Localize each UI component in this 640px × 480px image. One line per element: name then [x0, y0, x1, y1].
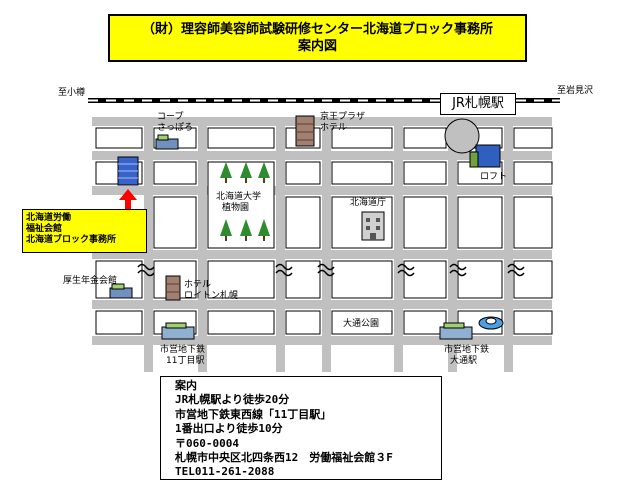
hotel-royton-icon — [165, 275, 181, 301]
destination-callout: 北海道労働 福祉会館 北海道ブロック事務所 — [22, 209, 147, 253]
pension-hall-label: 厚生年金会館 — [63, 276, 118, 286]
subway-odori-label-1: 市営地下鉄 — [444, 345, 490, 355]
government-office-label: 北海道庁 — [350, 198, 387, 208]
map-subtitle: 案内図 — [297, 39, 337, 54]
botanical-garden-label-2: 植物園 — [222, 203, 250, 213]
coop-label-1: コープ — [157, 112, 184, 122]
phone-number: TEL011-261-2088 — [175, 465, 275, 479]
botanical-garden-label-1: 北海道大学 — [216, 192, 262, 202]
railway-line — [88, 98, 560, 103]
station-plaza — [444, 118, 480, 154]
info-line: 1番出口より徒歩10分 — [175, 422, 283, 436]
hotel-royton-label-2: ロイトン札幌 — [184, 291, 239, 301]
pension-hall-icon — [109, 283, 133, 299]
postal-code: 〒060-0004 — [175, 436, 239, 450]
subway-11chome-label-1: 市営地下鉄 — [160, 345, 206, 355]
map-title-banner: （財）理容師美容師試験研修センター北海道ブロック事務所 案内図 — [108, 14, 527, 62]
loft-building-icon — [469, 144, 501, 168]
keio-plaza-hotel-icon — [295, 115, 315, 147]
subway-11chome-station-icon — [161, 322, 195, 340]
info-heading: 案内 — [175, 379, 197, 392]
welfare-hall-building-icon — [117, 156, 139, 186]
map-title: （財）理容師美容師試験研修センター北海道ブロック事務所 — [141, 22, 493, 37]
tree-icons — [220, 162, 270, 241]
destination-label-3: 北海道ブロック事務所 — [26, 235, 117, 245]
jr-sapporo-station-label: JR札幌駅 — [440, 93, 516, 115]
info-line: 市営地下鉄東西線「11丁目駅」 — [175, 407, 332, 421]
subway-odori-label-2: 大通駅 — [450, 356, 478, 366]
keio-plaza-label-1: 京王プラザ — [320, 112, 366, 122]
loft-label: ロフト — [480, 172, 508, 182]
address: 札幌市中央区北四条西12 労働福祉会館３F — [175, 451, 393, 465]
destination-label-1: 北海道労働 — [26, 213, 72, 223]
odori-park-label: 大通公園 — [343, 319, 380, 329]
coop-label-2: さっぽろ — [157, 123, 194, 133]
directions-info-box: 案内 JR札幌駅より徒歩20分 市営地下鉄東西線「11丁目駅」 1番出口より徒歩… — [160, 376, 442, 480]
info-line: JR札幌駅より徒歩20分 — [175, 393, 290, 407]
road-grid — [92, 117, 552, 372]
hotel-royton-label-1: ホテル — [184, 280, 212, 290]
subway-11chome-label-2: 11丁目駅 — [166, 356, 205, 366]
destination-arrow-icon — [119, 189, 137, 214]
map-break-marks — [137, 263, 525, 277]
direction-iwamizawa-label: 至岩見沢 — [557, 86, 594, 96]
keio-plaza-label-2: ホテル — [320, 123, 348, 133]
subway-odori-station-icon — [439, 316, 504, 340]
coop-building-icon — [155, 134, 179, 150]
government-office-icon — [361, 211, 385, 241]
direction-otaru-label: 至小樽 — [58, 88, 86, 98]
destination-label-2: 福祉会館 — [26, 224, 63, 234]
